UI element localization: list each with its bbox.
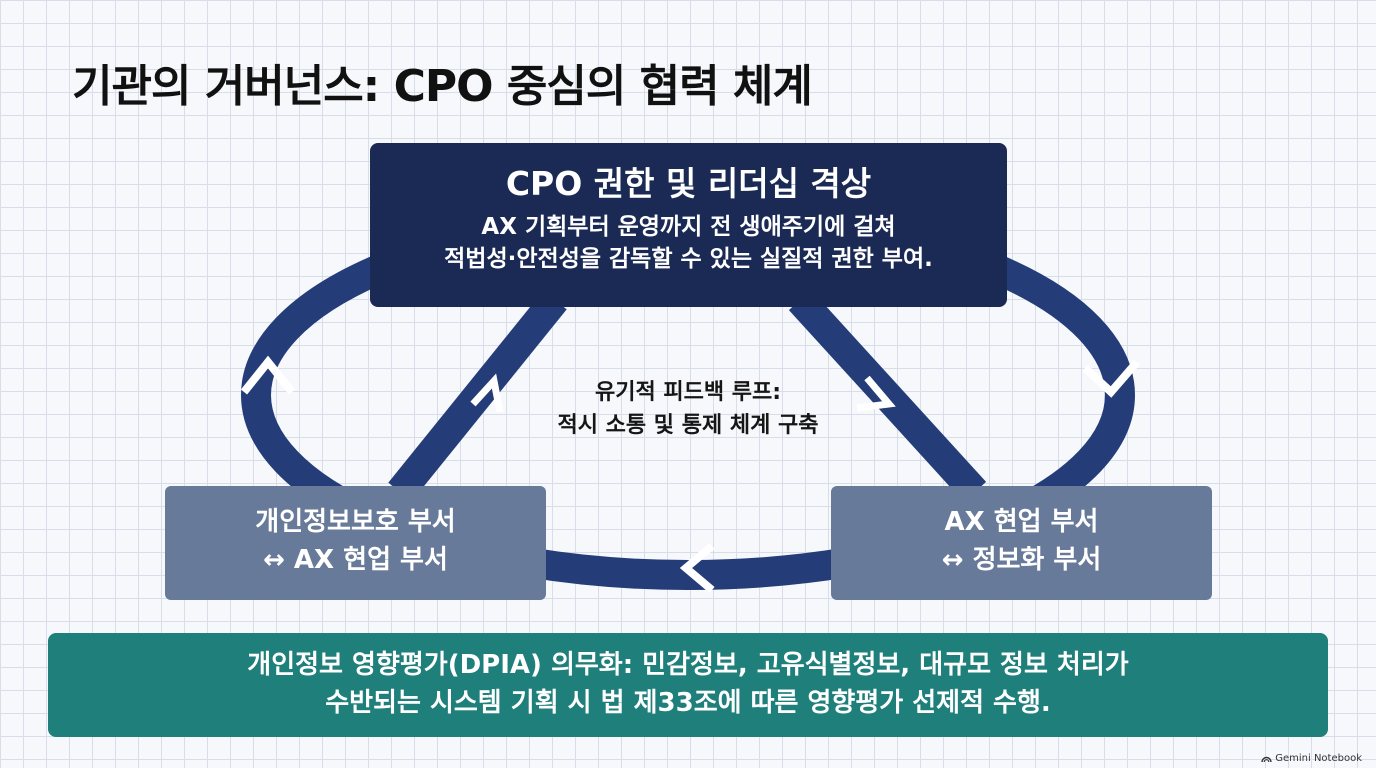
privacy-dept-line1: 개인정보보호 부서: [255, 507, 456, 537]
feedback-loop-label: 유기적 피드백 루프: 적시 소통 및 통제 체계 구축: [478, 376, 898, 442]
page-title: 기관의 거버넌스: CPO 중심의 협력 체계: [72, 61, 813, 112]
feedback-loop-line2: 적시 소통 및 통제 체계 구축: [557, 413, 819, 438]
cpo-authority-box: CPO 권한 및 리더십 격상 AX 기획부터 운영까지 전 생애주기에 걸쳐 …: [370, 143, 1007, 307]
privacy-dept-box: 개인정보보호 부서 ↔ AX 현업 부서: [165, 486, 546, 600]
cpo-box-heading: CPO 권한 및 리더십 격상: [505, 164, 872, 203]
chevron-bottom-left-icon: [679, 542, 715, 594]
dpia-line1: 개인정보 영향평가(DPIA) 의무화: 민감정보, 고유식별정보, 대규모 정…: [247, 650, 1129, 680]
dpia-mandate-banner: 개인정보 영향평가(DPIA) 의무화: 민감정보, 고유식별정보, 대규모 정…: [48, 633, 1328, 737]
chevron-leg-left-up-icon: [470, 373, 504, 413]
ax-dept-line1: AX 현업 부서: [944, 507, 1099, 537]
chevron-left-up-icon: [240, 355, 296, 395]
cpo-box-line2: 적법성·안전성을 감독할 수 있는 실질적 권한 부여.: [444, 246, 933, 272]
chevron-right-down-icon: [1082, 359, 1141, 398]
triangle-right-leg: [788, 289, 987, 503]
dpia-line2: 수반되는 시스템 기획 시 법 제33조에 따른 영향평가 선제적 수행.: [325, 688, 1051, 718]
privacy-dept-line2: ↔ AX 현업 부서: [263, 545, 448, 575]
feedback-loop-line1: 유기적 피드백 루프:: [594, 380, 782, 405]
watermark: Gemini Notebook: [1261, 753, 1362, 764]
chevron-leg-right-down-icon: [856, 375, 896, 412]
cpo-box-line1: AX 기획부터 운영까지 전 생애주기에 걸쳐: [481, 214, 896, 240]
watermark-text: Gemini Notebook: [1275, 753, 1362, 764]
ax-dept-line2: ↔ 정보화 부서: [941, 545, 1102, 575]
notebook-icon: [1261, 756, 1272, 763]
ax-business-dept-box: AX 현업 부서 ↔ 정보화 부서: [831, 486, 1212, 600]
